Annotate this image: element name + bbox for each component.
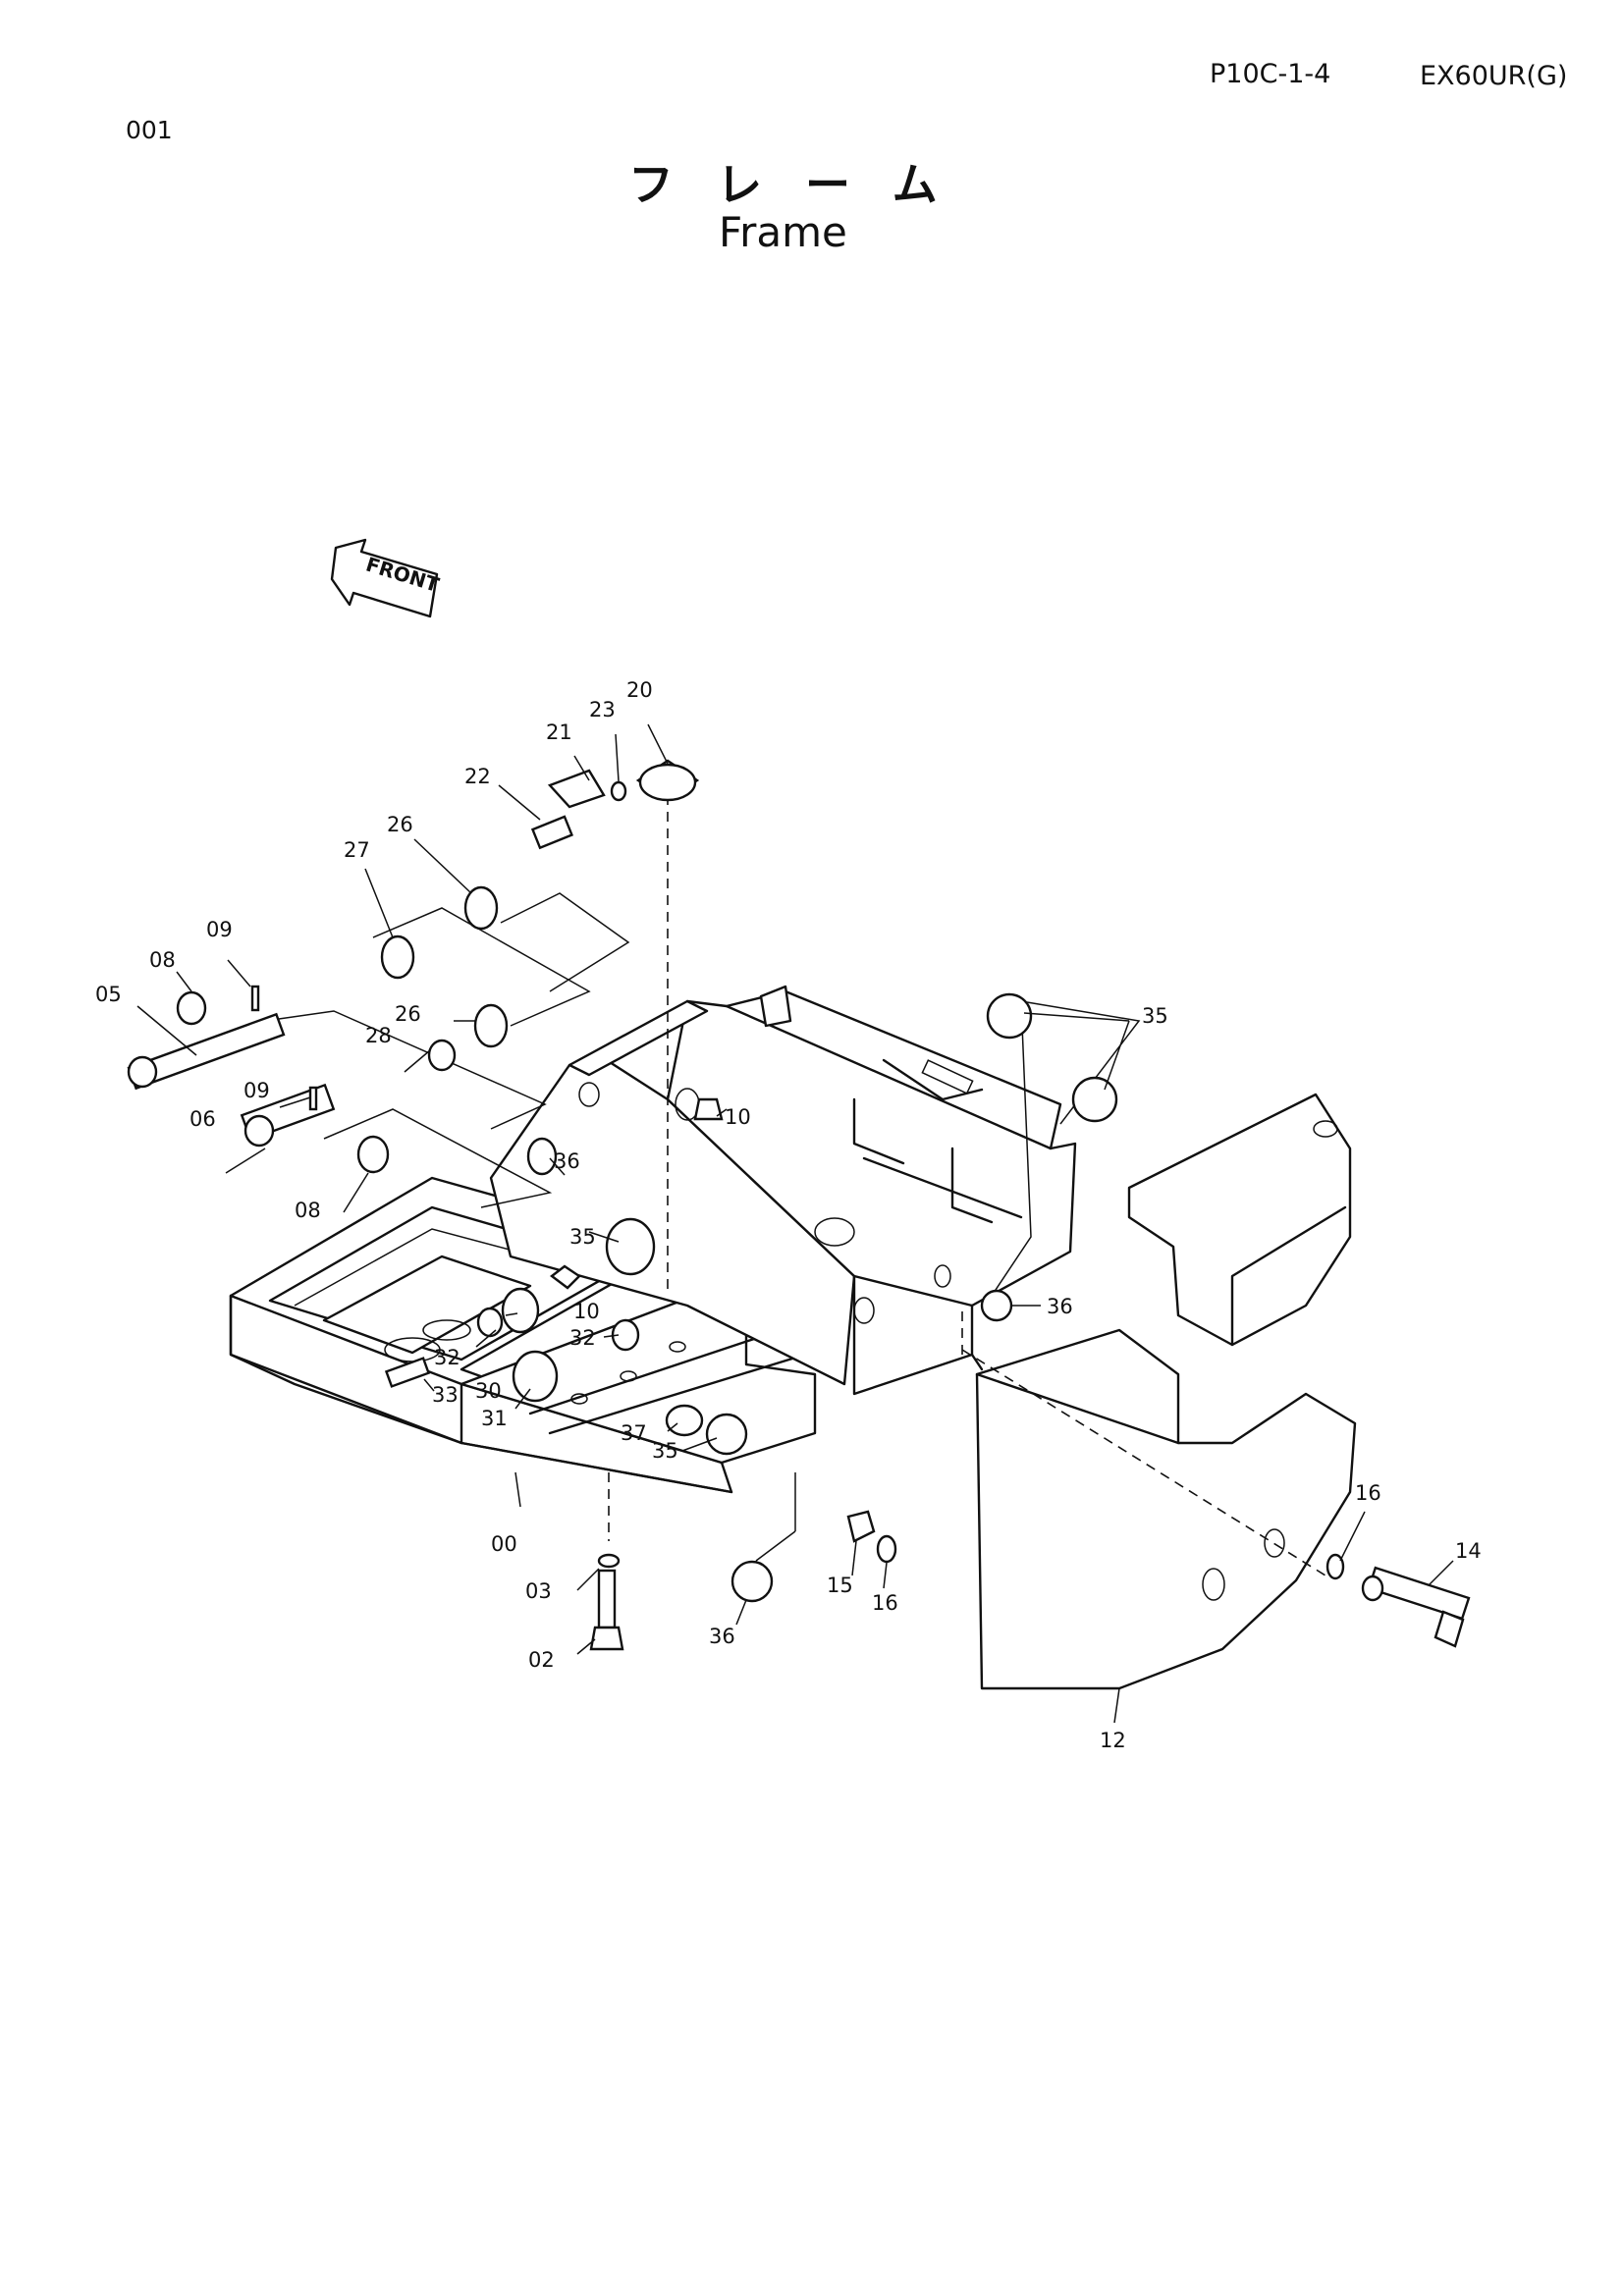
callout-26b: 26 (395, 1002, 421, 1026)
callout-16b: 16 (1355, 1481, 1381, 1505)
callout-37: 37 (621, 1421, 647, 1445)
callout-36b: 36 (1047, 1295, 1073, 1318)
title-english: Frame (719, 208, 847, 256)
callout-32a: 32 (434, 1346, 460, 1369)
front-arrow-icon: FRONT (330, 538, 442, 618)
callout-06: 06 (189, 1107, 216, 1131)
callout-36a: 36 (554, 1149, 580, 1173)
callout-28: 28 (365, 1024, 392, 1047)
model-number: EX60UR(G) (1420, 61, 1568, 91)
callout-21: 21 (546, 721, 572, 744)
assembly-centerlines (608, 795, 1326, 1576)
callout-03: 03 (525, 1579, 552, 1603)
callout-labels: 20 23 21 22 26 27 09 08 05 26 28 09 06 0… (95, 678, 1482, 1752)
callout-35a: 35 (1142, 1004, 1168, 1028)
callout-14: 14 (1455, 1539, 1482, 1563)
callout-08b: 08 (295, 1199, 321, 1222)
callout-26a: 26 (387, 813, 413, 836)
callout-35c: 35 (652, 1439, 678, 1463)
page-code: P10C-1-4 (1210, 59, 1331, 89)
counterweight-12 (975, 1093, 1357, 1690)
small-parts (127, 759, 1471, 1651)
callout-22: 22 (464, 765, 491, 788)
callout-10a: 10 (725, 1105, 751, 1129)
callout-09a: 09 (206, 918, 233, 941)
callout-33: 33 (432, 1383, 459, 1407)
callout-16a: 16 (872, 1591, 898, 1615)
callout-09b: 09 (243, 1079, 270, 1102)
callout-10b: 10 (573, 1300, 600, 1323)
callout-36c: 36 (709, 1625, 735, 1648)
callout-20: 20 (626, 678, 653, 702)
callout-15: 15 (827, 1574, 853, 1597)
callout-32b: 32 (569, 1326, 596, 1350)
callout-05: 05 (95, 983, 122, 1006)
callout-35b: 35 (569, 1225, 596, 1249)
callout-02: 02 (528, 1648, 555, 1672)
callout-27: 27 (344, 838, 370, 862)
callout-31: 31 (481, 1407, 508, 1430)
callout-08a: 08 (149, 948, 176, 972)
callout-00: 00 (491, 1532, 517, 1556)
leader-lines (136, 723, 1454, 1724)
callout-30: 30 (475, 1379, 502, 1403)
callout-23: 23 (589, 698, 616, 721)
page-number: 001 (126, 116, 173, 144)
callout-12: 12 (1100, 1729, 1126, 1752)
title-japanese: フレーム (628, 158, 981, 211)
